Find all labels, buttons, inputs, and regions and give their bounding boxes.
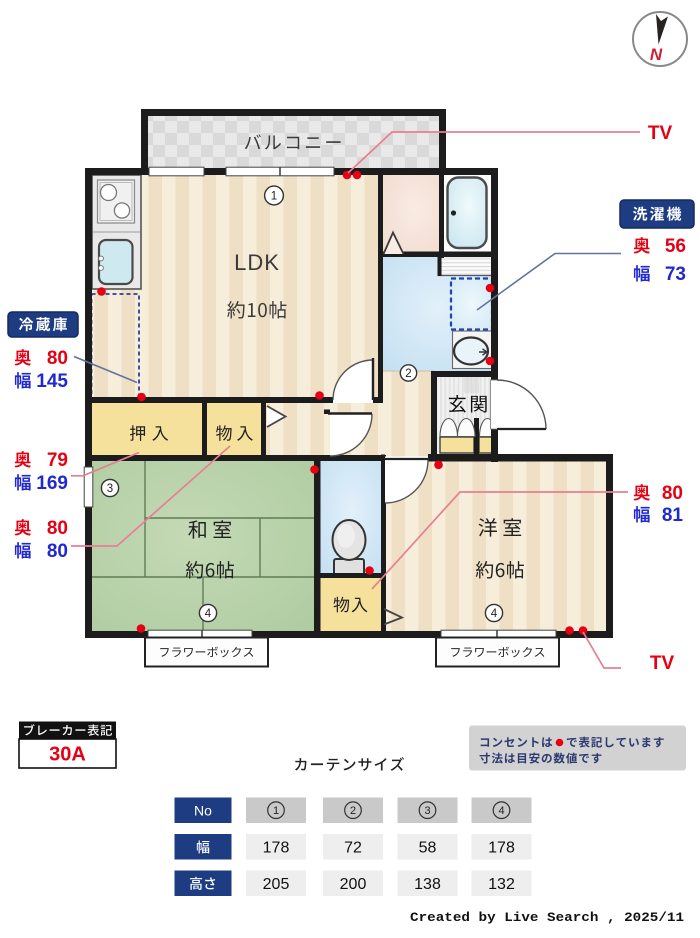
svg-text:Created by Live Search , 2025/: Created by Live Search , 2025/11: [410, 910, 684, 925]
svg-text:73: 73: [665, 264, 686, 285]
svg-text:178: 178: [488, 840, 515, 857]
svg-text:56: 56: [665, 236, 686, 257]
svg-text:138: 138: [414, 876, 441, 893]
svg-text:2: 2: [405, 368, 411, 380]
svg-text:TV: TV: [648, 123, 673, 144]
svg-text:N: N: [650, 45, 663, 64]
svg-text:80: 80: [47, 541, 68, 562]
svg-text:1: 1: [273, 805, 279, 817]
svg-text:79: 79: [47, 450, 68, 471]
svg-text:58: 58: [419, 840, 437, 857]
svg-text:145: 145: [36, 371, 68, 392]
svg-text:No: No: [194, 803, 212, 819]
svg-text:4: 4: [498, 805, 504, 817]
svg-text:132: 132: [488, 876, 515, 893]
svg-text:LDK: LDK: [234, 250, 280, 275]
svg-text:81: 81: [662, 505, 684, 526]
svg-text:80: 80: [47, 348, 68, 369]
svg-text:169: 169: [36, 473, 68, 494]
svg-text:1: 1: [271, 191, 277, 203]
svg-text:72: 72: [344, 840, 362, 857]
svg-text:2: 2: [350, 805, 356, 817]
svg-text:TV: TV: [650, 653, 675, 674]
svg-text:4: 4: [491, 608, 498, 620]
svg-text:205: 205: [263, 876, 290, 893]
svg-text:178: 178: [263, 840, 290, 857]
svg-text:4: 4: [205, 608, 212, 620]
svg-text:30A: 30A: [49, 744, 86, 766]
svg-text:3: 3: [424, 805, 430, 817]
svg-text:80: 80: [662, 483, 683, 504]
svg-text:200: 200: [340, 876, 367, 893]
svg-text:3: 3: [107, 483, 113, 495]
svg-text:80: 80: [47, 518, 68, 539]
